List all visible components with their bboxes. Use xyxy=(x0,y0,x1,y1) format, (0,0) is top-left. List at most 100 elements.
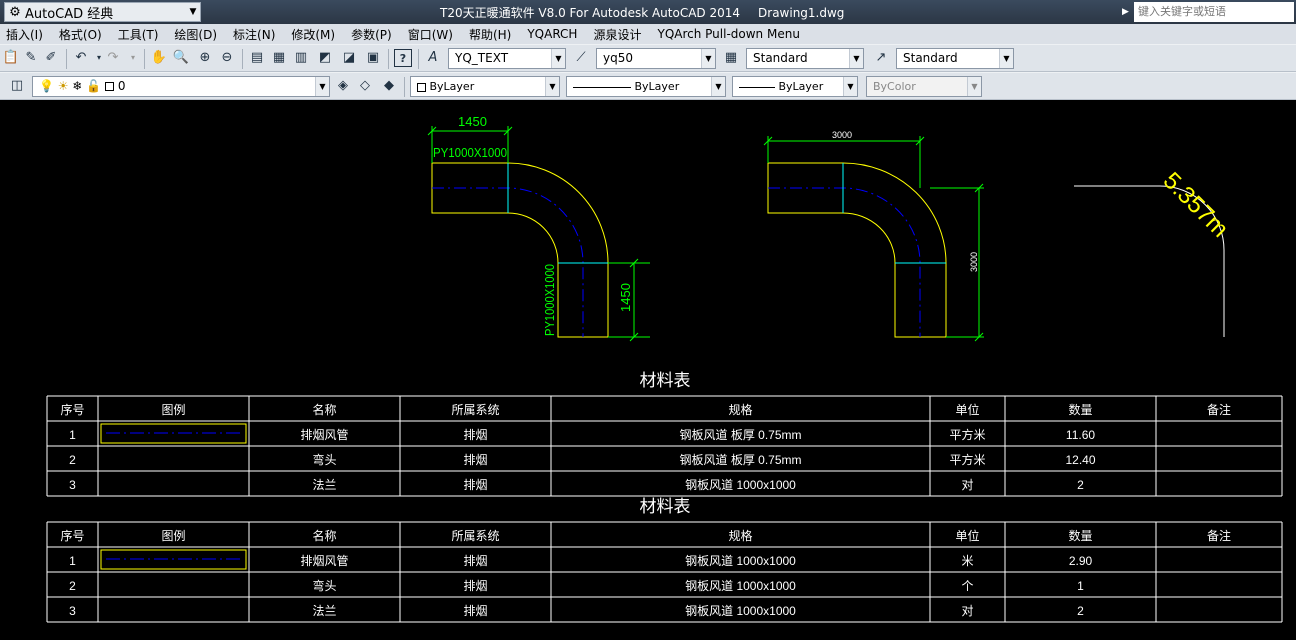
elbow-1-dim-side: 1450 xyxy=(618,283,633,312)
separator xyxy=(66,49,67,69)
table-header-cell: 单位 xyxy=(955,402,979,417)
help-icon[interactable]: ? xyxy=(394,49,412,67)
table-header-cell: 规格 xyxy=(728,528,752,543)
menu-item[interactable]: 修改(M) xyxy=(291,27,336,42)
dim-style-value: yq50 xyxy=(603,51,633,65)
zoom-realtime-icon[interactable]: 🔍 xyxy=(172,50,190,65)
undo-icon[interactable]: ↶ xyxy=(75,50,87,65)
menu-item[interactable]: 标注(N) xyxy=(233,27,276,42)
menu-item[interactable]: 绘图(D) xyxy=(174,27,218,42)
table-header-cell: 规格 xyxy=(728,402,752,417)
dim-tick xyxy=(427,126,437,136)
table-style-select[interactable]: Standard ▼ xyxy=(746,48,864,69)
linetype-select[interactable]: ByLayer▼ xyxy=(566,76,726,97)
sun-icon[interactable]: ☀ xyxy=(57,79,69,93)
calculator-icon[interactable]: ▣ xyxy=(366,50,380,65)
match-properties-icon[interactable]: ✎ xyxy=(25,50,37,65)
menu-item[interactable]: 格式(O) xyxy=(58,27,102,42)
elbow-1-dim-top: 1450 xyxy=(458,114,487,129)
linetype-sample xyxy=(573,86,631,88)
text-style-icon[interactable]: A xyxy=(428,50,438,65)
sheet-set-icon[interactable]: ◩ xyxy=(318,50,332,65)
table-cell: 1 xyxy=(1077,579,1084,593)
dim-style-select[interactable]: yq50 ▼ xyxy=(596,48,716,69)
workspace-label: AutoCAD 经典 xyxy=(25,6,114,22)
table-cell: 2 xyxy=(1077,604,1084,618)
table-style-icon[interactable]: ▦ xyxy=(724,50,738,65)
drawing-svg[interactable]: 1450 PY1000X1000 PY1000X1000 1450 3000 3… xyxy=(0,100,1296,636)
brush-icon[interactable]: ✐ xyxy=(45,50,57,65)
dim-style-icon[interactable]: ⟋ xyxy=(576,50,586,65)
undo-dropdown-icon[interactable]: ▾ xyxy=(96,53,101,62)
table-cell: 钢板风道 1000x1000 xyxy=(685,604,796,618)
menu-item[interactable]: YQARCH xyxy=(527,27,578,41)
mleader-style-select[interactable]: Standard ▼ xyxy=(896,48,1014,69)
chevron-down-icon: ▼ xyxy=(849,49,863,68)
expand-arrow-icon[interactable]: ▶ xyxy=(1122,7,1129,17)
plotstyle-select[interactable]: ByColor▼ xyxy=(866,76,982,97)
lineweight-select[interactable]: ByLayer▼ xyxy=(732,76,858,97)
table-cell: 11.60 xyxy=(1066,428,1095,442)
color-select[interactable]: ByLayer▼ xyxy=(410,76,560,97)
pan-hand-icon[interactable]: ✋ xyxy=(150,50,168,65)
menu-item[interactable]: 源泉设计 xyxy=(593,27,642,42)
dim-tick xyxy=(974,332,984,342)
redo-dropdown-icon[interactable]: ▾ xyxy=(130,53,135,62)
mleader-style-value: Standard xyxy=(903,51,958,65)
dim-tick xyxy=(974,183,984,193)
tool-palette-icon[interactable]: ▥ xyxy=(294,50,308,65)
freeze-icon[interactable]: ❄ xyxy=(72,79,83,93)
menu-item[interactable]: 插入(I) xyxy=(6,27,43,42)
elbow-2[interactable] xyxy=(763,136,984,342)
color-value: ByLayer xyxy=(429,80,475,93)
chevron-down-icon: ▼ xyxy=(967,77,981,96)
chevron-down-icon: ▼ xyxy=(999,49,1013,68)
layer-manager-icon[interactable]: ◫ xyxy=(10,78,24,93)
title-bar: ⚙ AutoCAD 经典 ▼ T20天正暖通软件 V8.0 For Autode… xyxy=(0,0,1296,24)
table-cell: 对 xyxy=(961,478,973,492)
table-cell: 2.90 xyxy=(1069,554,1093,568)
table-style-value: Standard xyxy=(753,51,808,65)
lightbulb-icon[interactable]: 💡 xyxy=(39,79,54,93)
unlock-icon[interactable]: 🔓 xyxy=(86,79,102,93)
drawing-canvas[interactable]: 1450 PY1000X1000 PY1000X1000 1450 3000 3… xyxy=(0,100,1296,636)
menu-item[interactable]: YQArch Pull-down Menu xyxy=(657,27,800,41)
layer-value: 0 xyxy=(117,79,126,93)
mleader-style-icon[interactable]: ↗ xyxy=(875,50,887,65)
table-cell: 钢板风道 1000x1000 xyxy=(685,579,796,593)
table-cell: 米 xyxy=(961,554,973,568)
layer-previous-icon[interactable]: ◇ xyxy=(360,78,370,93)
markup-icon[interactable]: ◪ xyxy=(342,50,356,65)
table-header-cell: 备注 xyxy=(1207,402,1231,417)
separator xyxy=(242,49,243,69)
menu-item[interactable]: 工具(T) xyxy=(117,27,159,42)
layer-state-icon[interactable]: ◆ xyxy=(384,78,394,93)
centerline xyxy=(768,187,921,337)
redo-icon[interactable]: ↷ xyxy=(107,50,119,65)
text-style-select[interactable]: YQ_TEXT▼ xyxy=(448,48,566,69)
table-cell: 排烟 xyxy=(463,579,487,593)
separator xyxy=(404,77,405,97)
menu-item[interactable]: 参数(P) xyxy=(351,27,392,42)
make-object-layer-current-icon[interactable]: ◈ xyxy=(338,78,348,93)
properties-icon[interactable]: ▤ xyxy=(250,50,264,65)
table-cell: 平方米 xyxy=(949,452,985,467)
workspace-switcher[interactable]: ⚙ AutoCAD 经典 ▼ xyxy=(4,2,201,22)
chevron-down-icon: ▼ xyxy=(701,49,715,68)
menu-item[interactable]: 窗口(W) xyxy=(407,27,453,42)
chevron-down-icon: ▼ xyxy=(711,77,725,96)
zoom-window-icon[interactable]: ⊕ xyxy=(199,50,211,65)
table-cell: 3 xyxy=(69,478,76,492)
elbow-1[interactable] xyxy=(427,126,650,342)
zoom-previous-icon[interactable]: ⊖ xyxy=(221,50,233,65)
chevron-down-icon[interactable]: ▼ xyxy=(189,7,197,17)
layer-select[interactable]: 💡 ☀ ❄ 🔓 0 ▼ xyxy=(32,76,330,97)
paste-icon[interactable]: 📋 xyxy=(2,50,20,65)
design-center-icon[interactable]: ▦ xyxy=(272,50,286,65)
search-input[interactable]: 键入关键字或短语 xyxy=(1134,2,1294,22)
arc-curve[interactable] xyxy=(1074,185,1225,337)
elbow-2-dim-side: 3000 xyxy=(969,252,979,272)
menu-item[interactable]: 帮助(H) xyxy=(468,27,512,42)
table-cell: 平方米 xyxy=(949,427,985,442)
